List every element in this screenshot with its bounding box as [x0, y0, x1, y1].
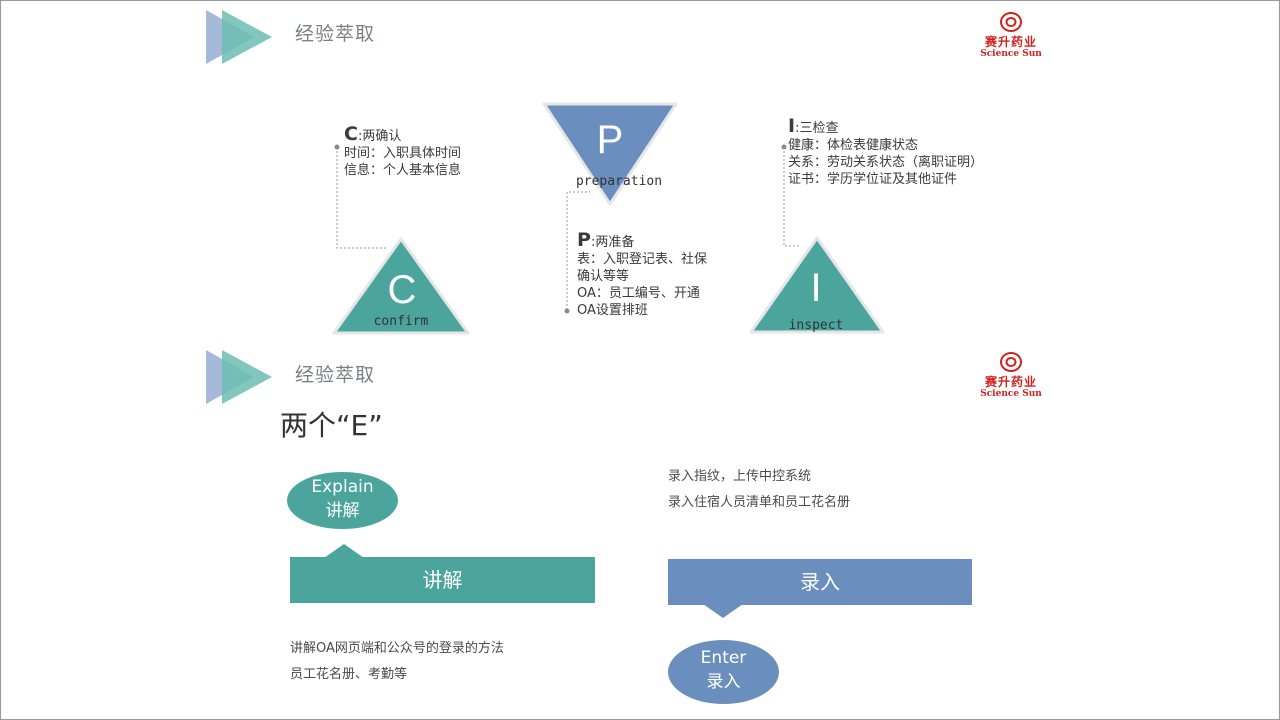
- enter-bar: 录入: [668, 559, 972, 605]
- explain-bar: 讲解: [290, 557, 595, 603]
- preparation-text-block: P:两准备 表：入职登记表、社保 确认等等 OA：员工编号、开通 OA设置排班: [577, 229, 708, 319]
- confirm-letter: C: [387, 268, 417, 312]
- preparation-word: preparation: [575, 174, 663, 189]
- inspect-text-block: I:三检查 健康：体检表健康状态 关系：劳动关系状态（离职证明） 证书：学历学位…: [788, 115, 984, 188]
- enter-bar-pointer: [703, 604, 743, 618]
- inspect-letter: I: [810, 266, 822, 310]
- logo-mark-icon: [1000, 352, 1022, 372]
- enter-notes: 录入指纹，上传中控系统 录入住宿人员清单和员工花名册: [668, 469, 851, 510]
- two-e-heading: 两个“E”: [280, 409, 383, 442]
- explain-notes: 讲解OA网页端和公众号的登录的方法 员工花名册、考勤等: [290, 641, 504, 682]
- company-logo: 赛升药业 Science Sun: [975, 12, 1047, 59]
- explain-ellipse: Explain 讲解: [287, 472, 398, 529]
- connector-lines: [334, 144, 800, 314]
- inspect-triangle: [749, 236, 885, 334]
- slide-title: 经验萃取: [295, 23, 376, 45]
- confirm-text-block: C:两确认 时间：入职具体时间 信息：个人基本信息: [344, 123, 462, 179]
- play-arrows-icon: [206, 10, 272, 64]
- preparation-triangle: [542, 102, 678, 206]
- play-arrows-icon: [206, 350, 272, 404]
- explain-bar-pointer: [324, 544, 364, 558]
- confirm-word: confirm: [373, 314, 429, 329]
- company-logo-2: 赛升药业 Science Sun: [975, 352, 1047, 399]
- preparation-letter: P: [596, 118, 624, 162]
- slide-title-2: 经验萃取: [295, 364, 376, 386]
- enter-ellipse: Enter 录入: [668, 640, 779, 704]
- inspect-word: inspect: [788, 318, 844, 333]
- confirm-triangle: [332, 237, 470, 335]
- logo-mark-icon: [1000, 12, 1022, 32]
